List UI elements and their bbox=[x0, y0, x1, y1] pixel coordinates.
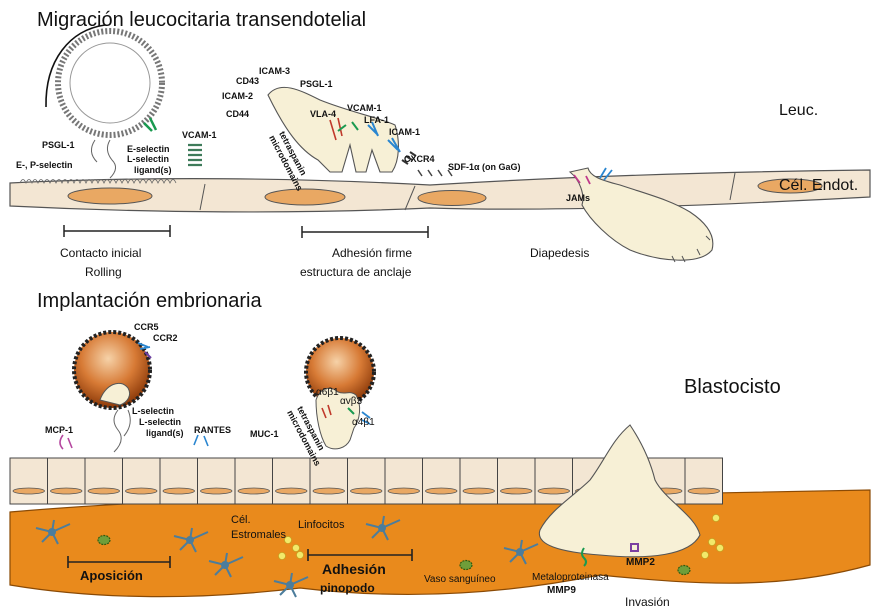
lymphocyte bbox=[709, 539, 716, 546]
epithelial-cell bbox=[423, 458, 461, 504]
blood-vessel bbox=[460, 561, 472, 570]
title-top: Migración leucocitaria transendotelial bbox=[37, 10, 366, 30]
label-invasion: Invasión bbox=[625, 596, 670, 608]
epithelial-cell bbox=[460, 458, 498, 504]
mol-muc1: MUC-1 bbox=[250, 430, 279, 439]
epithelial-cell bbox=[685, 458, 723, 504]
epithelial-cell bbox=[198, 458, 236, 504]
mol-l-selectin-1: L-selectin bbox=[132, 407, 174, 416]
lymphocyte bbox=[297, 552, 304, 559]
mol-cd44: CD44 bbox=[226, 110, 249, 119]
mol-avb3: αvβ3 bbox=[340, 397, 362, 407]
label-leuc: Leuc. bbox=[779, 103, 818, 119]
lymphocyte bbox=[279, 553, 286, 560]
blood-vessel bbox=[98, 536, 110, 545]
endothelium-layer bbox=[10, 170, 870, 212]
lymphocyte bbox=[713, 515, 720, 522]
mol-e-selectin: E-selectin bbox=[127, 145, 170, 154]
label-mmp2: MMP2 bbox=[626, 558, 655, 568]
label-cel: Cél. bbox=[231, 515, 251, 526]
label-linfocitos: Linfocitos bbox=[298, 520, 344, 531]
rolling-leukocyte bbox=[46, 25, 202, 178]
mol-icam3: ICAM-3 bbox=[259, 67, 290, 76]
epithelial-cell bbox=[160, 458, 198, 504]
label-pinopodo: pinopodo bbox=[320, 582, 375, 594]
stage-adhesion-firme: Adhesión firme bbox=[332, 247, 412, 259]
mol-sdf1: SDF-1α (on GaG) bbox=[448, 163, 521, 172]
mol-vcam1-mid: VCAM-1 bbox=[347, 104, 382, 113]
blood-vessel bbox=[678, 566, 690, 575]
mol-icam1: ICAM-1 bbox=[389, 128, 420, 137]
label-blastocisto: Blastocisto bbox=[684, 377, 781, 397]
mol-ccr2: CCR2 bbox=[153, 334, 178, 343]
label-adhesion: Adhesión bbox=[322, 562, 386, 576]
mol-vla4: VLA-4 bbox=[310, 110, 336, 119]
mol-ligands: ligand(s) bbox=[134, 166, 172, 175]
label-vaso: Vaso sanguíneo bbox=[424, 575, 496, 585]
mol-a4b1: α4β1 bbox=[352, 418, 375, 428]
mol-ep-selectin: E-, P-selectin bbox=[16, 161, 73, 170]
title-bottom: Implantación embrionaria bbox=[37, 291, 262, 311]
mol-mcp1: MCP-1 bbox=[45, 426, 73, 435]
stage-rolling: Rolling bbox=[85, 266, 122, 278]
stage-estructura: estructura de anclaje bbox=[300, 266, 411, 278]
epithelial-cell bbox=[535, 458, 573, 504]
mol-ligands-bottom: ligand(s) bbox=[146, 429, 184, 438]
nucleus bbox=[265, 189, 345, 205]
epithelial-cell bbox=[385, 458, 423, 504]
epithelial-cell bbox=[48, 458, 86, 504]
mol-l-selectin-2: L-selectin bbox=[139, 418, 181, 427]
mol-psgl1-mid: PSGL-1 bbox=[300, 80, 333, 89]
mol-icam2: ICAM-2 bbox=[222, 92, 253, 101]
mol-cd43: CD43 bbox=[236, 77, 259, 86]
label-mmp9: MMP9 bbox=[547, 586, 576, 596]
mol-ccr5: CCR5 bbox=[134, 323, 159, 332]
epithelial-cell bbox=[235, 458, 273, 504]
nucleus bbox=[418, 191, 486, 206]
epithelial-cell bbox=[85, 458, 123, 504]
lymphocyte bbox=[293, 545, 300, 552]
stage-contacto: Contacto inicial bbox=[60, 247, 141, 259]
label-estromales: Estromales bbox=[231, 530, 286, 541]
epithelial-cell bbox=[10, 458, 48, 504]
mol-cxcr4: CXCR4 bbox=[404, 155, 435, 164]
label-cel-endot: Cél. Endot. bbox=[779, 178, 858, 194]
epithelial-cell bbox=[498, 458, 536, 504]
top-stage-brackets bbox=[64, 225, 428, 238]
mol-a6b1: α6β1 bbox=[316, 388, 339, 398]
blastocyst-apposition bbox=[60, 332, 208, 452]
stage-diapedesis: Diapedesis bbox=[530, 247, 589, 259]
epithelial-cell bbox=[273, 458, 311, 504]
mol-vcam1-left: VCAM-1 bbox=[182, 131, 217, 140]
mol-lfa1: LFA-1 bbox=[364, 116, 389, 125]
label-metalo: Metaloproteinasa bbox=[532, 573, 609, 583]
mol-jams: JAMs bbox=[566, 194, 590, 203]
lymphocyte bbox=[702, 552, 709, 559]
epithelial-cell bbox=[348, 458, 386, 504]
mol-l-selectin: L-selectin bbox=[127, 155, 169, 164]
mol-psgl1-left: PSGL-1 bbox=[42, 141, 75, 150]
lymphocyte bbox=[717, 545, 724, 552]
label-aposicion: Aposición bbox=[80, 569, 143, 582]
mol-rantes: RANTES bbox=[194, 426, 231, 435]
nucleus bbox=[68, 188, 152, 204]
epithelial-cell bbox=[123, 458, 161, 504]
